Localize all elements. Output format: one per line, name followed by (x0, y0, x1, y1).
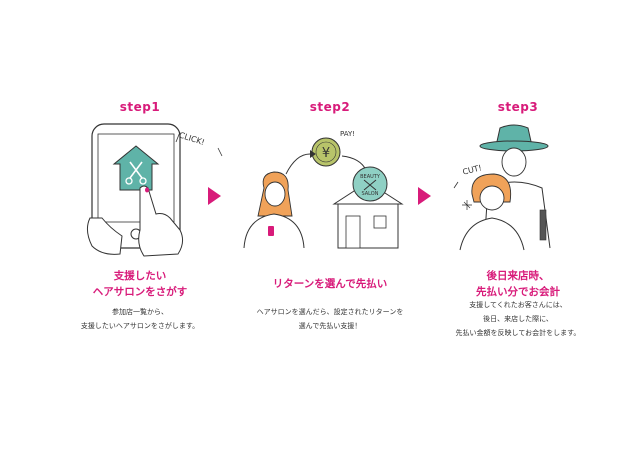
step-3-title: 後日来店時、 先払い分でお会計 (476, 270, 560, 298)
step-3-illustration: CUT! (418, 118, 618, 258)
salon-sign-bottom: SALON (362, 191, 379, 197)
triangle-arrow-right-icon (418, 187, 431, 205)
triangle-arrow-right-icon (208, 187, 221, 205)
step-1-bubble: CLICK! (178, 130, 206, 147)
step-2-description: ヘアサロンを選んだら、設定されたリターンを 選んで先払い支援！ (256, 308, 404, 330)
step-1-description: 参加店一覧から、 支援したいヘアサロンをさがします。 (80, 308, 200, 330)
step-2-label: step2 (309, 100, 351, 114)
salon-sign-top: BEAUTY (360, 174, 381, 180)
step-3-description: 支援してくれたお客さんには、 後日、来店した際に、 先払い金額を反映してお会計を… (455, 301, 581, 337)
scissors-icon (363, 179, 377, 191)
step-3-bubble: CUT! (462, 163, 483, 176)
step-1-title: 支援したい ヘアサロンをさがす (92, 270, 188, 298)
step-2-bubble: PAY! (340, 130, 355, 138)
scissors-icon (112, 145, 160, 191)
step-1-illustration: CLICK! (40, 118, 240, 258)
step-2-title: リターンを選んで先払い (272, 278, 388, 290)
step-1-label: step1 (119, 100, 161, 114)
step-2-illustration: ¥ PAY! BEAUTY SALON (230, 118, 430, 258)
step-3-label: step3 (497, 100, 539, 114)
coin-symbol: ¥ (322, 146, 330, 161)
